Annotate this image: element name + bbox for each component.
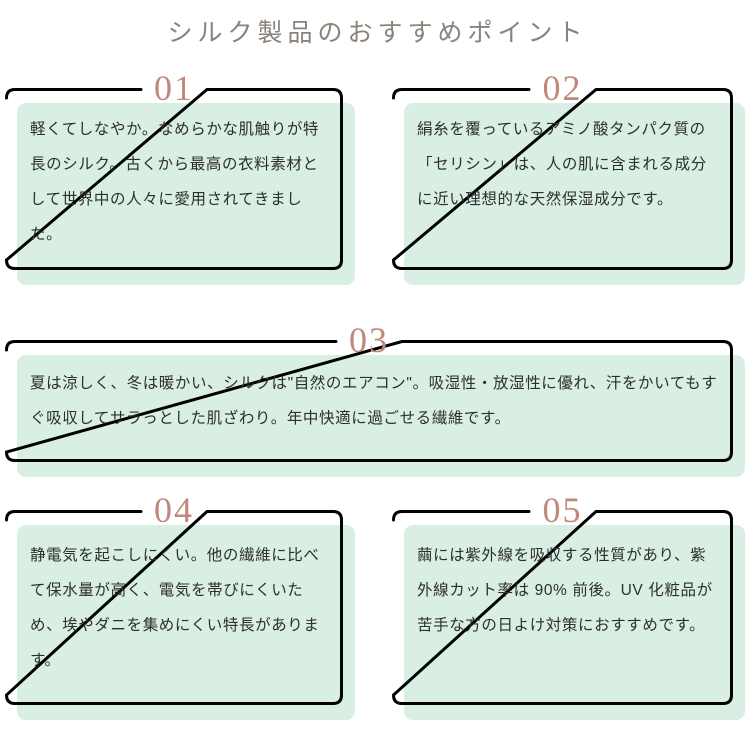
card-number-04: 04	[154, 490, 194, 530]
feature-card-05: 05 繭には紫外線を吸収する性質があり、紫外線カット率は 90% 前後。UV 化…	[391, 490, 745, 720]
feature-card-01: 01 軽くてしなやか。なめらかな肌触りが特長のシルク。古くから最高の衣料素材とし…	[4, 68, 355, 285]
card-text-03: 夏は涼しく、冬は暖かい、シルクは"自然のエアコン"。吸湿性・放湿性に優れ、汗をか…	[30, 375, 718, 427]
card-text-05: 繭には紫外線を吸収する性質があり、紫外線カット率は 90% 前後。UV 化粧品が…	[417, 547, 713, 634]
card-text-02: 絹糸を覆っているアミノ酸タンパク質の「セリシン」は、人の肌に含まれる成分に近い理…	[417, 121, 707, 208]
feature-card-04: 04 静電気を起こしにくい。他の繊維に比べて保水量が高く、電気を帯びにくいため、…	[4, 490, 355, 720]
card-number-03: 03	[349, 320, 389, 360]
page-title: シルク製品のおすすめポイント	[167, 19, 588, 47]
card-text-01: 軽くてしなやか。なめらかな肌触りが特長のシルク。古くから最高の衣料素材として世界…	[30, 121, 320, 243]
card-text-04: 静電気を起こしにくい。他の繊維に比べて保水量が高く、電気を帯びにくいため、埃やダ…	[30, 547, 320, 669]
feature-card-03: 03 夏は涼しく、冬は暖かい、シルクは"自然のエアコン"。吸湿性・放湿性に優れ、…	[4, 320, 745, 477]
feature-card-02: 02 絹糸を覆っているアミノ酸タンパク質の「セリシン」は、人の肌に含まれる成分に…	[391, 68, 745, 285]
card-number-05: 05	[542, 490, 583, 530]
card-number-01: 01	[154, 68, 194, 108]
card-number-02: 02	[542, 68, 583, 108]
